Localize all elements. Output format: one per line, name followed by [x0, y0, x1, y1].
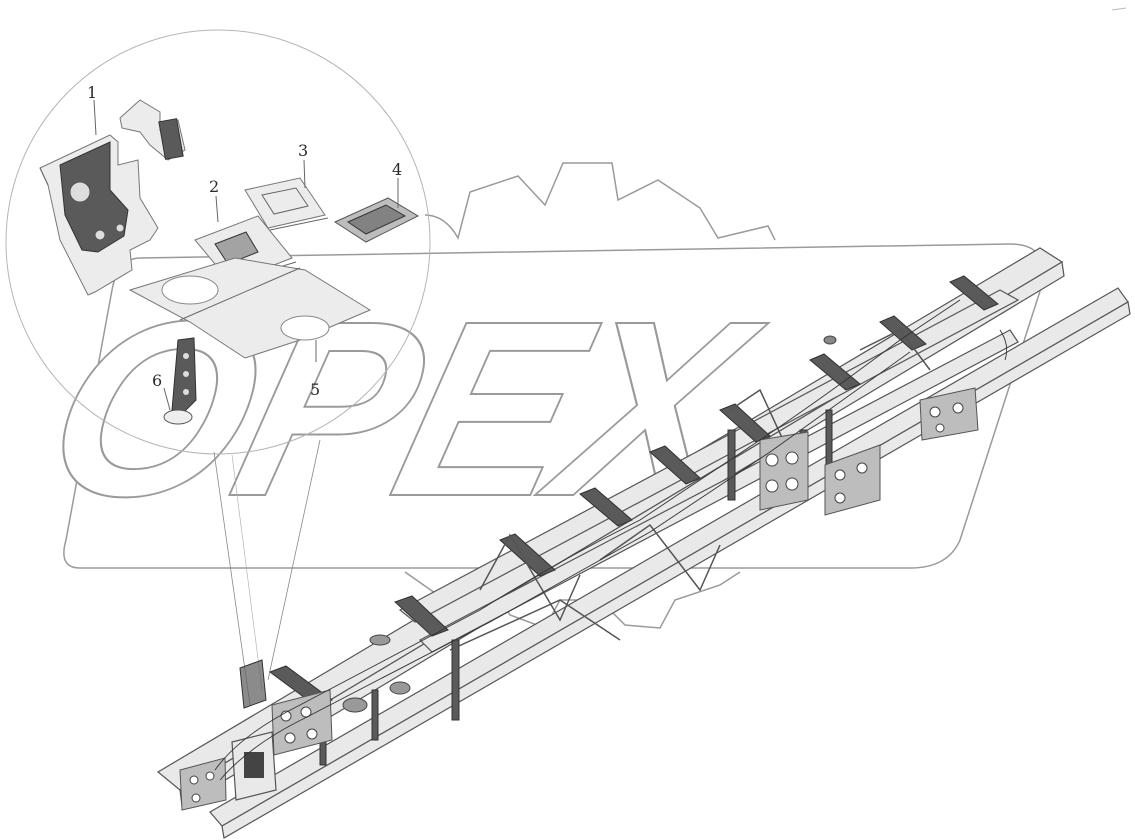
chassis-frame: [156, 247, 1131, 839]
rear-brackets: [759, 387, 979, 516]
callout-5-label: 5: [310, 380, 320, 399]
detail-leader-right: [267, 439, 321, 681]
braces: [449, 329, 931, 651]
callout-2: 2: [209, 177, 219, 223]
part-6-strap: [163, 337, 197, 425]
part-3-plate: [244, 177, 329, 231]
detail-leader-left: [213, 451, 251, 706]
part-1-bracket: [39, 99, 186, 296]
callout-6: 6: [152, 371, 171, 411]
callout-4: 4: [392, 160, 402, 208]
front-brackets: [179, 659, 333, 811]
detail-leader-mid: [231, 454, 263, 691]
part-5-gasket: [128, 257, 372, 359]
corner-mark: [1111, 7, 1127, 11]
callout-6-label: 6: [152, 371, 162, 390]
callout-1-label: 1: [87, 83, 97, 102]
suspension-parts: [342, 335, 837, 713]
callout-3: 3: [298, 141, 308, 189]
inner-rail-upper: [398, 289, 1020, 623]
inner-rail-lower: [418, 329, 1019, 653]
callout-2-label: 2: [209, 177, 219, 196]
callout-1: 1: [87, 83, 97, 136]
detail-view: 1 2 3 4 5 6: [5, 29, 431, 706]
callout-3-label: 3: [298, 141, 308, 160]
callout-5: 5: [310, 340, 320, 399]
cable-run: [214, 299, 1008, 781]
part-4-plate: [333, 197, 420, 243]
detail-circle: [5, 29, 431, 455]
callout-4-label: 4: [392, 160, 402, 179]
watermark-gear: [424, 162, 776, 241]
